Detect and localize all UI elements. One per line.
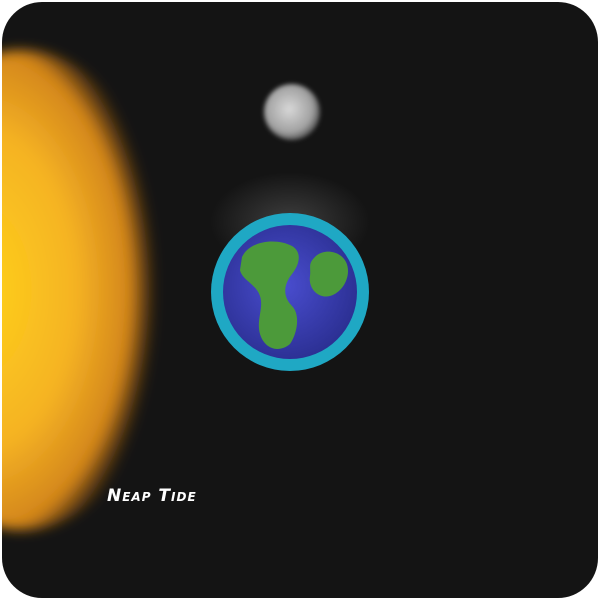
sun-icon [2, 50, 172, 530]
earth-icon [210, 172, 370, 371]
diagram-caption: Neap Tide [107, 486, 197, 506]
moon-icon [264, 84, 320, 140]
